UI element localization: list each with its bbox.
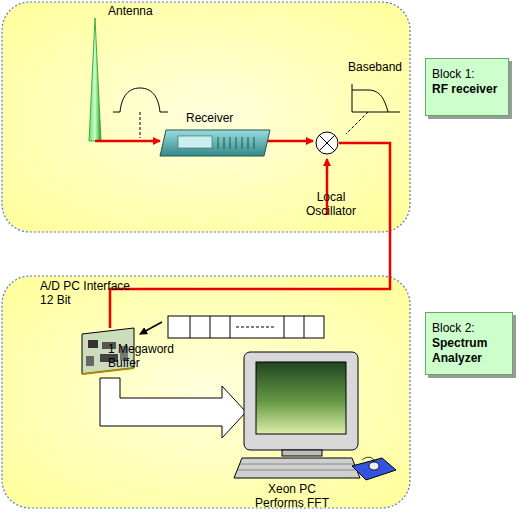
baseband-spectrum [346, 84, 400, 134]
buffer-pointer [140, 322, 162, 334]
text-label: 1 Megaword Buffer [108, 342, 178, 370]
input-spectrum [113, 88, 168, 138]
antenna-symbol [89, 18, 101, 141]
block-box: Block 2:Spectrum Analyzer [425, 312, 513, 375]
text-label: Baseband [348, 60, 408, 74]
text-label: A/D PC Interface 12 Bit [40, 279, 136, 307]
buffer-memory [168, 316, 324, 338]
text-label: Antenna [108, 4, 178, 18]
block-heading: Block 1: [432, 67, 502, 82]
block-heading: Block 2: [432, 321, 506, 336]
block-title: RF receiver [432, 82, 502, 97]
block-title: Spectrum Analyzer [432, 336, 506, 366]
data-flow-arrow [100, 378, 246, 438]
pc-computer [234, 352, 396, 480]
block-box: Block 1:RF receiver [425, 58, 509, 116]
signal-wire [95, 141, 390, 328]
rf-panel [2, 2, 410, 232]
mixer-symbol [316, 132, 338, 154]
text-label: Local Oscillator [300, 190, 362, 218]
receiver-unit [160, 130, 270, 156]
analyzer-panel [2, 276, 410, 508]
text-label: Xeon PC Performs FFT [250, 482, 334, 510]
text-label: Receiver [186, 111, 256, 125]
